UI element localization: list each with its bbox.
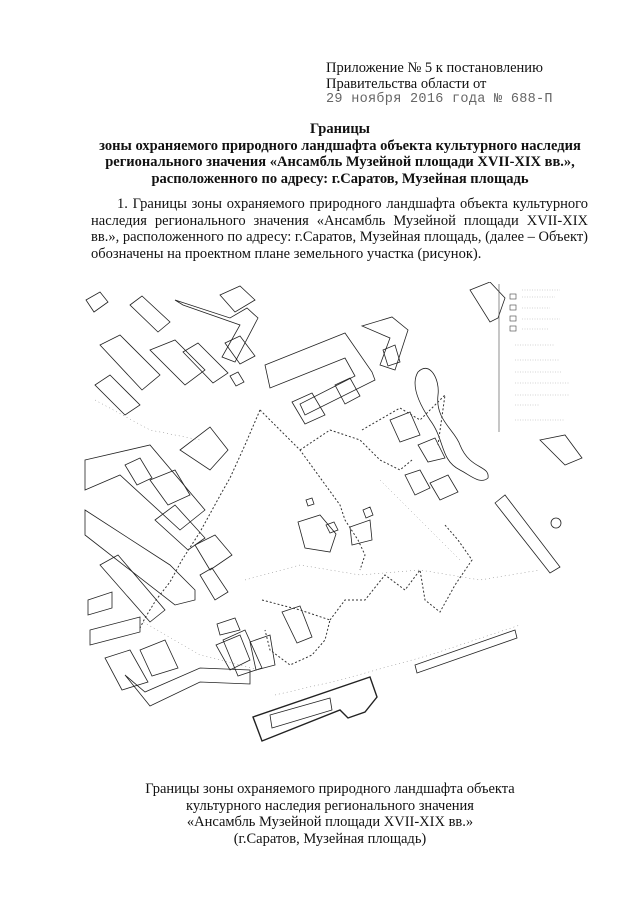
building (494, 494, 561, 574)
building (360, 316, 409, 371)
boundary-line (329, 524, 473, 621)
boundary-line (261, 599, 331, 666)
building (99, 554, 166, 623)
building (291, 392, 326, 425)
caption-line: (г.Саратов, Музейная площадь) (233, 830, 427, 847)
building (124, 667, 251, 707)
building (89, 616, 141, 646)
caption-line: Границы зоны охраняемого природного ланд… (145, 781, 515, 797)
building (104, 649, 149, 691)
building (269, 697, 333, 729)
building (84, 444, 206, 531)
building (404, 469, 431, 496)
title-line: зоны охраняемого природного ландшафта об… (99, 137, 581, 154)
building (199, 567, 229, 601)
building (182, 342, 229, 384)
building (264, 332, 376, 416)
boundary-line (361, 393, 446, 446)
site-plan-map (84, 282, 583, 742)
building (349, 519, 373, 546)
buildings (84, 282, 583, 742)
boundary-line (139, 409, 261, 629)
building (550, 517, 562, 529)
building (139, 639, 179, 677)
building (87, 591, 113, 616)
title-line: регионального значения «Ансамбль Музейно… (105, 154, 575, 170)
building (94, 374, 141, 416)
building (216, 617, 241, 636)
building (539, 434, 583, 466)
building (219, 285, 256, 313)
building (179, 426, 229, 471)
boundary-line (299, 429, 413, 471)
building (297, 514, 337, 553)
date-stamp: 29 ноября 2016 года № 688-П (326, 92, 553, 107)
building (154, 504, 206, 551)
building (174, 299, 259, 363)
object-building (252, 676, 378, 742)
building (215, 634, 251, 671)
building (334, 377, 361, 405)
caption-line: культурного наследия регионального значе… (186, 797, 474, 814)
building (362, 506, 374, 519)
building (194, 534, 233, 571)
building (129, 295, 171, 333)
appendix-header: Приложение № 5 к постановлению Правитель… (326, 60, 553, 108)
building (149, 469, 191, 506)
legend (498, 284, 570, 432)
caption-line: «Ансамбль Музейной площади XVII-XIX вв.» (186, 814, 474, 830)
park-outline (414, 368, 489, 481)
building (389, 411, 421, 443)
zone-boundary (139, 393, 473, 666)
building (469, 282, 506, 323)
building (229, 371, 245, 387)
building (84, 509, 196, 606)
building (149, 339, 206, 386)
building (429, 474, 459, 501)
building (305, 497, 315, 507)
building (325, 521, 339, 534)
building (222, 629, 263, 677)
boundary-line (259, 409, 366, 571)
building (417, 437, 446, 463)
building (382, 344, 401, 367)
title-line: расположенного по адресу: г.Саратов, Муз… (151, 170, 529, 187)
appendix-line: Приложение № 5 к постановлению (326, 60, 543, 76)
figure-caption: Границы зоны охраняемого природного ланд… (100, 781, 560, 847)
building (99, 334, 161, 391)
building (85, 291, 109, 313)
parcel-lines (94, 399, 541, 696)
building (414, 629, 518, 674)
appendix-line: Правительства области от (326, 76, 487, 92)
building (224, 335, 256, 365)
building (249, 634, 276, 671)
paragraph-1: 1. Границы зоны охраняемого природного л… (91, 196, 588, 262)
building (281, 605, 313, 644)
title-line: Границы (309, 121, 370, 137)
document-title: Границы зоны охраняемого природного ланд… (90, 121, 590, 187)
building (124, 457, 153, 486)
